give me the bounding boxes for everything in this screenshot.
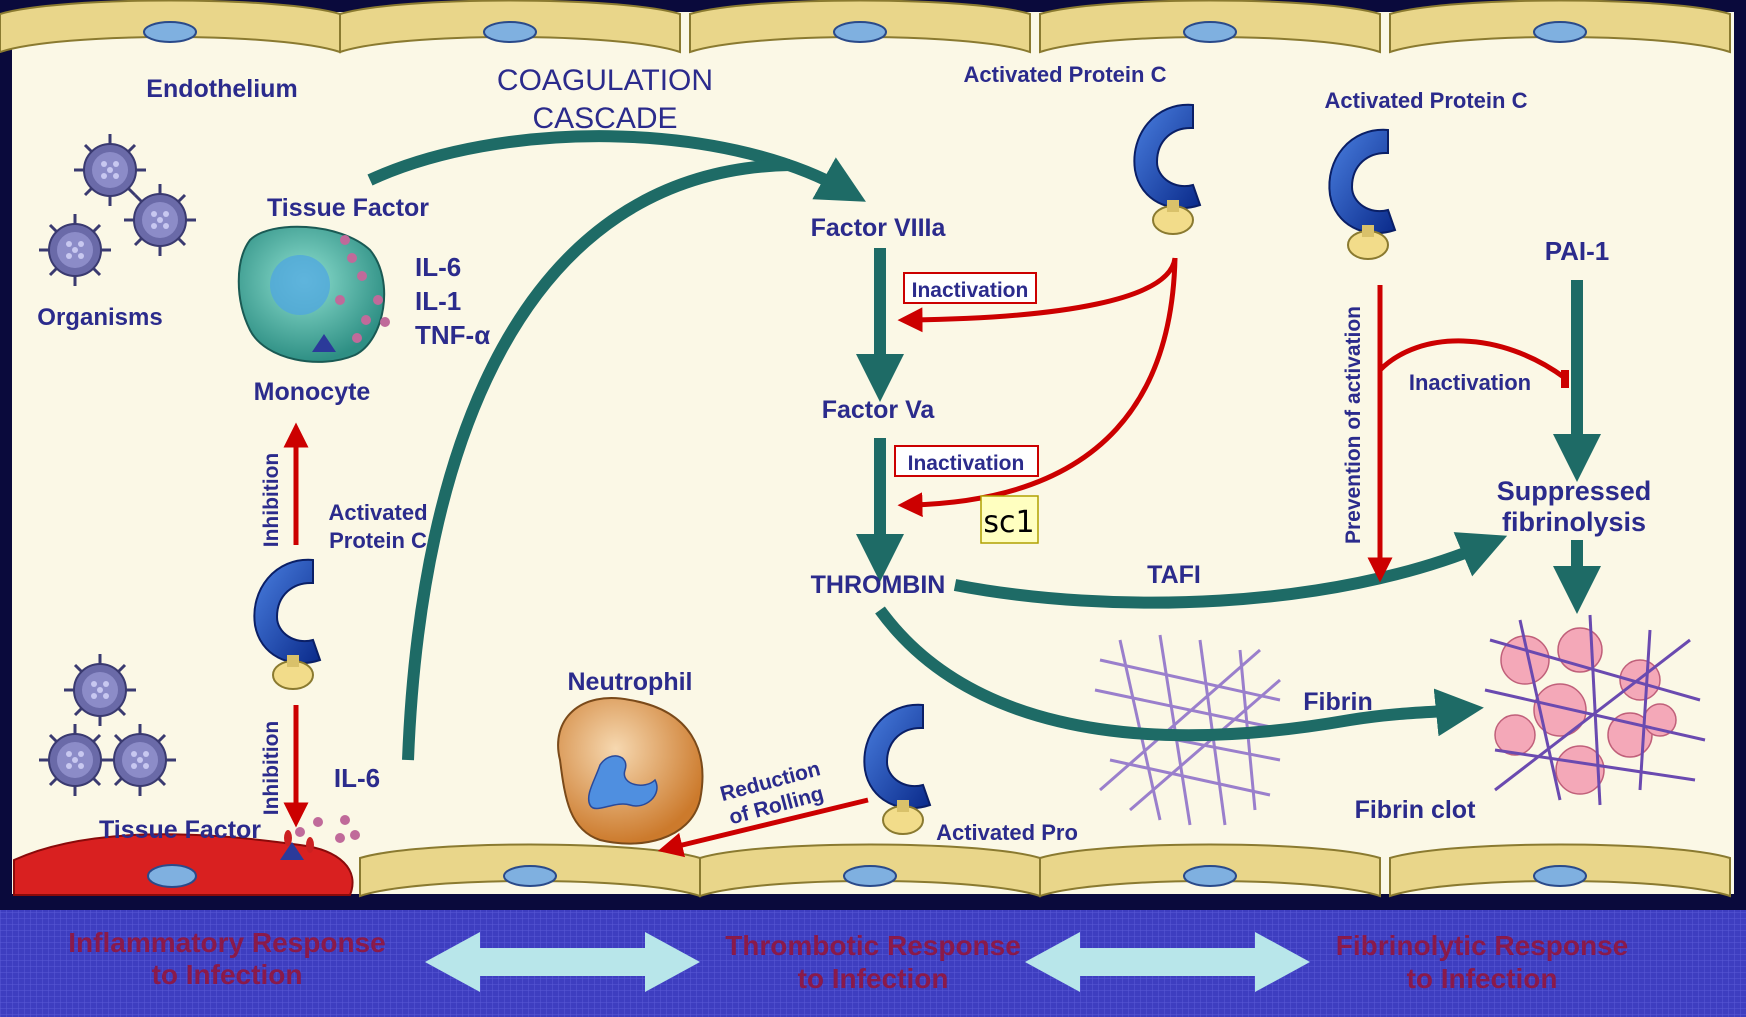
inactivation-label-3: Inactivation xyxy=(1409,370,1531,395)
fibrinolytic-response-line1: Fibrinolytic Response xyxy=(1336,930,1629,961)
tnf-label: TNF-α xyxy=(415,320,490,350)
inflammatory-response-line1: Inflammatory Response xyxy=(68,927,385,958)
tissue-factor-label-top: Tissue Factor xyxy=(267,194,429,222)
activated-pro-label: Activated Pro xyxy=(936,820,1078,845)
tafi-label: TAFI xyxy=(1147,561,1201,589)
activated-protein-c-label-right: Activated Protein C xyxy=(1325,88,1528,113)
inactivation-label-2: Inactivation xyxy=(908,452,1025,475)
monocyte-label: Monocyte xyxy=(254,378,371,406)
factor-va-label: Factor Va xyxy=(822,396,936,424)
inactivation-label-1: Inactivation xyxy=(912,279,1029,302)
thrombotic-response-line1: Thrombotic Response xyxy=(725,930,1021,961)
activated-protein-c-left-line1: Activated xyxy=(328,500,427,525)
inflammatory-response-line2: to Infection xyxy=(152,959,303,990)
il6-label-bottom: IL-6 xyxy=(334,763,380,793)
neutrophil-label: Neutrophil xyxy=(568,668,693,696)
coagulation-label: COAGULATION xyxy=(497,64,713,97)
tissue-factor-label-bottom: Tissue Factor xyxy=(99,816,261,844)
thrombin-label: THROMBIN xyxy=(811,571,946,599)
monocyte-icon xyxy=(239,227,390,362)
organisms-label: Organisms xyxy=(37,304,162,331)
il1-label: IL-1 xyxy=(415,286,461,316)
cascade-label: CASCADE xyxy=(532,102,677,135)
il6-label-top: IL-6 xyxy=(415,252,461,282)
activated-protein-c-label-top: Activated Protein C xyxy=(964,62,1167,87)
endothelium-label: Endothelium xyxy=(146,75,297,103)
suppressed-label-line2: fibrinolysis xyxy=(1502,507,1646,537)
inhibition-label-upper: Inhibition xyxy=(260,453,283,547)
fibrin-label: Fibrin xyxy=(1303,688,1372,716)
pai1-label: PAI-1 xyxy=(1545,236,1610,266)
suppressed-label-line1: Suppressed xyxy=(1497,476,1652,506)
prevention-label: Prevention of activation xyxy=(1342,306,1365,544)
factor-viiia-label: Factor VIIIa xyxy=(811,214,947,242)
fibrin-clot-label: Fibrin clot xyxy=(1355,796,1477,824)
sc1-label: sc1 xyxy=(983,505,1034,540)
fibrinolytic-response-line2: to Infection xyxy=(1407,963,1558,994)
activated-protein-c-left-line2: Protein C xyxy=(329,528,427,553)
inhibition-label-lower: Inhibition xyxy=(260,721,283,815)
thrombotic-response-line2: to Infection xyxy=(798,963,949,994)
